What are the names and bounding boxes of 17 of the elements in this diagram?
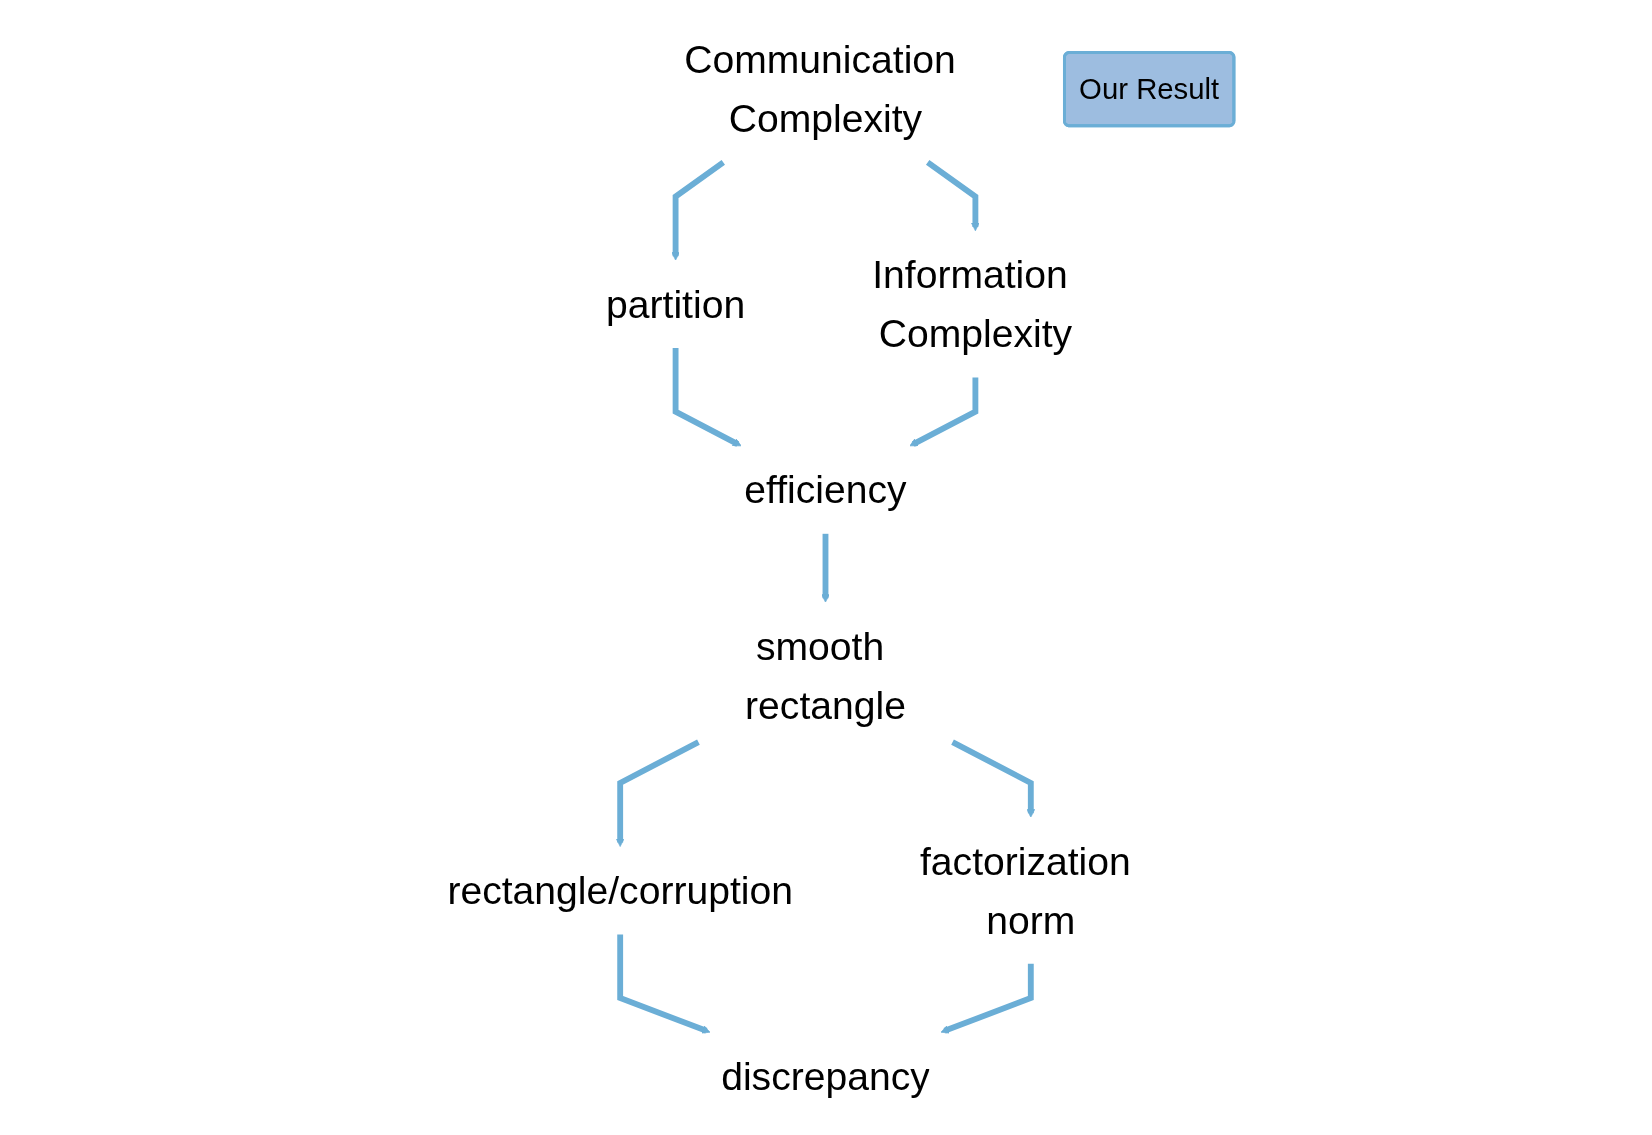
- arrow: [615, 738, 700, 847]
- node-text: Information Complexity: [872, 252, 1073, 355]
- arrow: [909, 376, 979, 447]
- node-text: factorization norm: [919, 839, 1131, 941]
- arrow: [672, 347, 742, 447]
- arrow: [617, 934, 711, 1034]
- node-text: Communication Complexity: [684, 37, 956, 140]
- node-text: rectangle/corruption: [447, 868, 793, 912]
- arrow: [940, 963, 1034, 1034]
- arrow: [821, 533, 830, 603]
- arrow: [926, 159, 980, 231]
- node-text: smooth rectangle: [745, 624, 906, 726]
- node-text: partition: [606, 282, 746, 326]
- arrow: [951, 738, 1036, 818]
- node-text: discrepancy: [721, 1054, 930, 1098]
- node-text: efficiency: [744, 467, 907, 511]
- arrow: [671, 159, 725, 261]
